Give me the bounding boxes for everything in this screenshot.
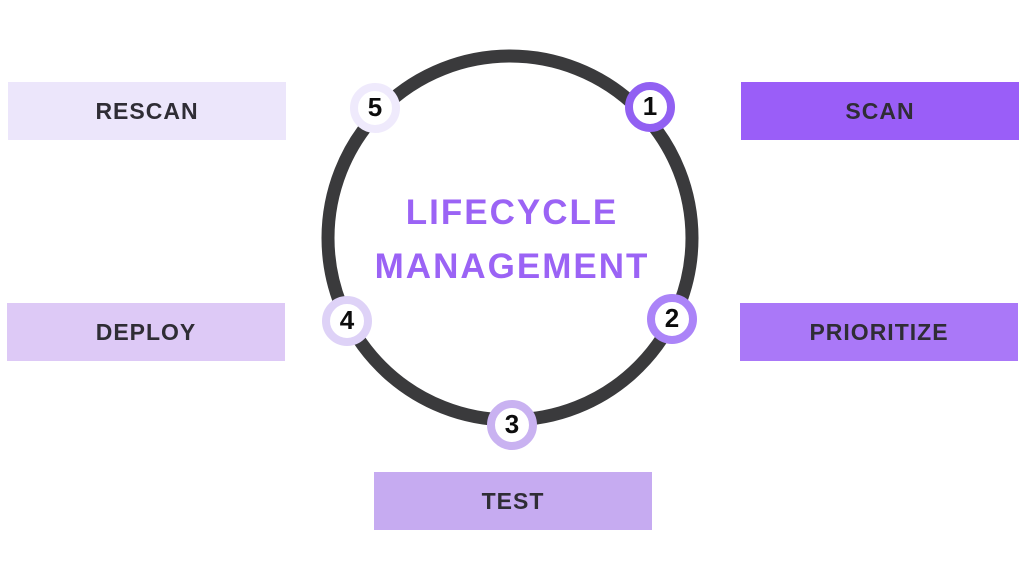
step-number-2: 2	[664, 303, 680, 333]
step-number-5: 5	[367, 92, 383, 122]
label-box-scan: SCAN	[741, 82, 1019, 140]
step-badge-5: 5	[350, 83, 400, 133]
step-number-4: 4	[339, 305, 355, 335]
label-deploy: DEPLOY	[95, 318, 197, 345]
step-number-1: 1	[642, 91, 658, 121]
label-box-rescan: RESCAN	[8, 82, 286, 140]
step-badge-2: 2	[647, 294, 697, 344]
label-test: TEST	[481, 487, 545, 514]
step-badge-1: 1	[625, 82, 675, 132]
diagram-title-line2: MANAGEMENT	[374, 247, 650, 286]
step-badge-3: 3	[487, 400, 537, 450]
step-badge-4: 4	[322, 296, 372, 346]
label-box-deploy: DEPLOY	[7, 303, 285, 361]
label-scan: SCAN	[845, 97, 915, 124]
diagram-title-line1: LIFECYCLE	[405, 193, 619, 232]
diagram-title: LIFECYCLE MANAGEMENT	[312, 186, 712, 294]
label-box-prioritize: PRIORITIZE	[740, 303, 1018, 361]
label-box-test: TEST	[374, 472, 652, 530]
label-rescan: RESCAN	[95, 97, 199, 124]
label-prioritize: PRIORITIZE	[809, 318, 949, 345]
step-number-3: 3	[504, 409, 520, 439]
